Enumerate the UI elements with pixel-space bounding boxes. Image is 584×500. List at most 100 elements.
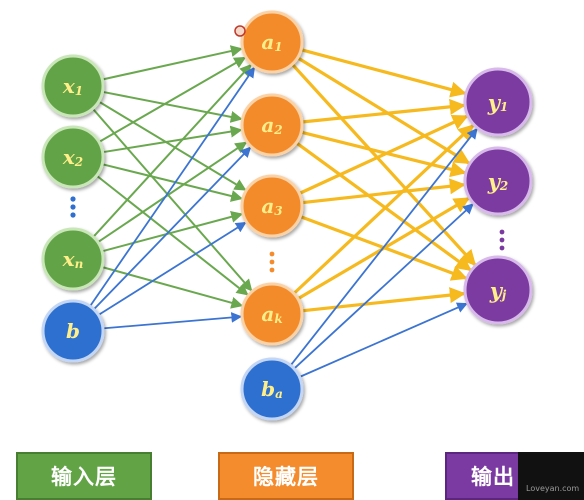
edge-x2-a2	[102, 125, 243, 154]
node-x2-circle	[41, 125, 105, 189]
edge-a1-y1	[300, 48, 467, 98]
edge-xn-a2	[97, 141, 248, 244]
edge-a2-yj	[295, 141, 472, 272]
edge-a2-y1	[301, 98, 466, 124]
node-xn-subscript: n	[75, 257, 84, 271]
edge-xn-a1	[92, 63, 252, 238]
node-y1-label: y1	[487, 90, 509, 115]
edge-a1-y2	[296, 56, 471, 165]
node-y2-circle	[463, 146, 533, 216]
edge-a3-y1	[298, 114, 469, 195]
edge-a3-y2	[301, 178, 466, 205]
node-y1-circle	[463, 67, 533, 137]
node-x2-base: x	[62, 145, 76, 169]
node-ak-base: a	[261, 302, 274, 326]
node-x1-base: x	[62, 74, 76, 98]
edge-x1-ak	[91, 107, 253, 292]
node-y1-subscript: 1	[500, 100, 508, 114]
watermark: Loveyan.com	[526, 484, 580, 493]
node-yj: yj	[463, 255, 533, 325]
node-yj-base: y	[489, 278, 504, 303]
node-a1: a1	[240, 10, 304, 74]
node-y2-base: y	[487, 169, 502, 194]
edge-ba-y1	[289, 127, 478, 366]
node-x2-label: x2	[62, 145, 83, 169]
node-ak-label: ak	[261, 302, 282, 326]
node-yj-subscript: j	[500, 288, 507, 302]
node-ak-circle	[240, 282, 304, 346]
node-a2-label: a2	[261, 113, 282, 137]
node-x1-label: x1	[62, 74, 83, 98]
node-xn-circle	[41, 227, 105, 291]
legend-output-label: 输出	[471, 465, 515, 489]
node-a1-circle	[240, 10, 304, 74]
edge-b-a1	[89, 66, 256, 307]
edge-ak-yj	[301, 287, 466, 313]
edge-a1-yj	[291, 63, 477, 267]
node-b-label: b	[66, 319, 80, 343]
node-x1-circle	[41, 54, 105, 118]
node-x1-subscript: 1	[75, 84, 83, 98]
node-ba: ba	[240, 357, 304, 421]
node-a1-subscript: 1	[274, 40, 282, 54]
node-y2-label: y2	[487, 169, 509, 194]
redaction-mask	[518, 452, 584, 500]
edge-x1-a3	[98, 100, 247, 191]
edge-a2-y2	[300, 130, 467, 178]
node-ak-subscript: k	[274, 312, 282, 326]
node-a3: a3	[240, 174, 304, 238]
legend-hidden-layer: 隐藏层	[218, 452, 354, 500]
node-b: b	[41, 299, 105, 363]
node-x1: x1	[41, 54, 105, 118]
node-yj-label: yj	[489, 278, 507, 303]
edge-ba-yj	[299, 302, 468, 378]
node-a3-label: a3	[261, 194, 282, 218]
node-a1-label: a1	[261, 30, 282, 54]
output-ellipsis-icon	[499, 229, 505, 251]
edge-xn-ak	[101, 266, 244, 309]
node-ba-subscript: a	[275, 387, 283, 401]
node-xn: xn	[41, 227, 105, 291]
edge-ba-y2	[293, 203, 474, 370]
edge-b-a3	[97, 221, 247, 316]
connection-edges	[89, 45, 478, 378]
legend-hidden-label: 隐藏层	[253, 465, 319, 489]
node-yj-circle	[463, 255, 533, 325]
node-x2-subscript: 2	[74, 155, 83, 169]
node-xn-base: x	[62, 247, 76, 271]
node-y1-base: y	[487, 90, 502, 115]
edge-b-ak	[102, 312, 243, 330]
node-ba-base: b	[261, 377, 275, 401]
node-a1-base: a	[261, 30, 274, 54]
node-y2: y2	[463, 146, 533, 216]
node-y1: y1	[463, 67, 533, 137]
input-ellipsis-icon	[70, 196, 76, 218]
edge-x2-a3	[101, 163, 244, 202]
node-ba-label: ba	[261, 377, 283, 401]
node-y2-subscript: 2	[499, 179, 508, 193]
cursor-dot-icon	[234, 25, 246, 37]
legend-input-layer: 输入层	[16, 452, 152, 500]
node-ba-circle	[240, 357, 304, 421]
edge-x1-a1	[102, 45, 243, 81]
legend-input-label: 输入层	[51, 465, 117, 489]
edge-x2-a1	[98, 56, 247, 143]
node-a2-subscript: 2	[273, 123, 282, 137]
edge-x2-ak	[95, 174, 249, 296]
edge-b-a2	[93, 146, 252, 311]
node-a3-circle	[240, 174, 304, 238]
edge-xn-a3	[101, 210, 244, 253]
edge-ak-y1	[292, 124, 475, 295]
node-a2-circle	[240, 93, 304, 157]
node-a2-base: a	[261, 113, 274, 137]
node-b-circle	[41, 299, 105, 363]
edge-x1-a2	[102, 90, 243, 123]
ellipsis-dots	[70, 196, 505, 273]
node-a3-subscript: 3	[274, 204, 282, 218]
hidden-ellipsis-icon	[269, 251, 275, 273]
node-x2: x2	[41, 125, 105, 189]
node-a3-base: a	[261, 194, 274, 218]
node-xn-label: xn	[62, 247, 84, 271]
